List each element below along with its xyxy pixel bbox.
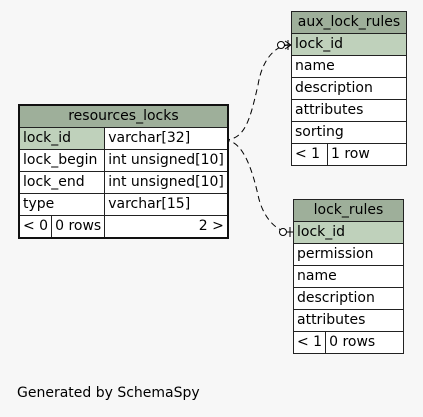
column-name: permission — [293, 243, 404, 266]
column-type: varchar[32] — [104, 127, 229, 150]
table-title: lock_rules — [293, 199, 404, 222]
crowfoot-zero-one-lock — [279, 227, 293, 237]
relation-lock-rules — [223, 139, 291, 233]
column-name: description — [293, 287, 404, 310]
column-type: int unsigned[10] — [104, 149, 229, 172]
column-name: name — [293, 265, 404, 288]
table-aux-lock-rules: aux_lock_rules lock_id name description … — [291, 11, 407, 166]
children-count: 2 > — [104, 215, 229, 239]
column-name: lock_begin — [18, 149, 106, 172]
table-lock-rules: lock_rules lock_id permission name descr… — [292, 199, 404, 354]
column-type: int unsigned[10] — [104, 171, 229, 194]
column-name: name — [291, 55, 407, 78]
row-count: 0 rows — [51, 215, 106, 239]
crowfoot-zero-one-aux — [277, 40, 292, 50]
column-name: attributes — [293, 309, 404, 332]
column-name: lock_id — [18, 127, 106, 150]
parents-count: < 0 — [18, 215, 53, 239]
table-resources-locks: resources_locks lock_id varchar[32] lock… — [18, 104, 229, 239]
column-name: lock_id — [291, 33, 407, 56]
relation-aux-lock-rules — [223, 44, 291, 141]
column-name: type — [18, 193, 106, 216]
column-name: attributes — [291, 99, 407, 122]
column-name: lock_id — [293, 221, 404, 244]
generated-by-caption: Generated by SchemaSpy — [17, 385, 200, 401]
parents-count: < 1 — [291, 143, 328, 166]
column-name: sorting — [291, 121, 407, 144]
table-title: aux_lock_rules — [291, 11, 407, 34]
column-name: lock_end — [18, 171, 106, 194]
row-count: 0 rows — [325, 331, 404, 354]
column-name: description — [291, 77, 407, 100]
column-type: varchar[15] — [104, 193, 229, 216]
parents-count: < 1 — [292, 331, 327, 354]
row-count: 1 row — [327, 143, 407, 166]
table-title: resources_locks — [18, 104, 229, 128]
